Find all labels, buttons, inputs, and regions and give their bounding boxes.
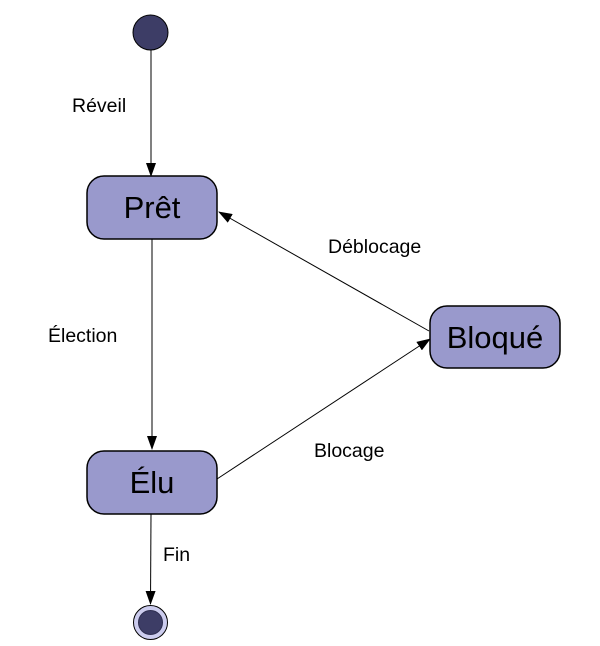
transition-reveil-label: Réveil <box>72 95 126 117</box>
transition-deblocage-arrow <box>218 211 430 332</box>
final-state-icon <box>133 605 168 640</box>
initial-state-icon <box>132 14 169 51</box>
state-bloque: Bloqué <box>429 305 561 369</box>
transition-election-label: Élection <box>48 324 117 347</box>
state-bloque-label: Bloqué <box>447 320 544 355</box>
state-elu-label: Élu <box>130 465 175 500</box>
transition-blocage-arrow <box>216 338 431 480</box>
state-bloque-box <box>429 305 561 369</box>
state-pret: Prêt <box>86 175 218 240</box>
transition-fin-arrow <box>145 513 156 605</box>
state-pret-label: Prêt <box>124 190 181 225</box>
state-elu-box <box>86 450 218 515</box>
transition-deblocage-label: Déblocage <box>328 236 421 258</box>
final-state-core <box>138 610 163 635</box>
state-pret-box <box>86 175 218 240</box>
transition-blocage-label: Blocage <box>314 440 384 462</box>
transition-fin-label: Fin <box>163 544 190 566</box>
state-elu: Élu <box>86 450 218 515</box>
